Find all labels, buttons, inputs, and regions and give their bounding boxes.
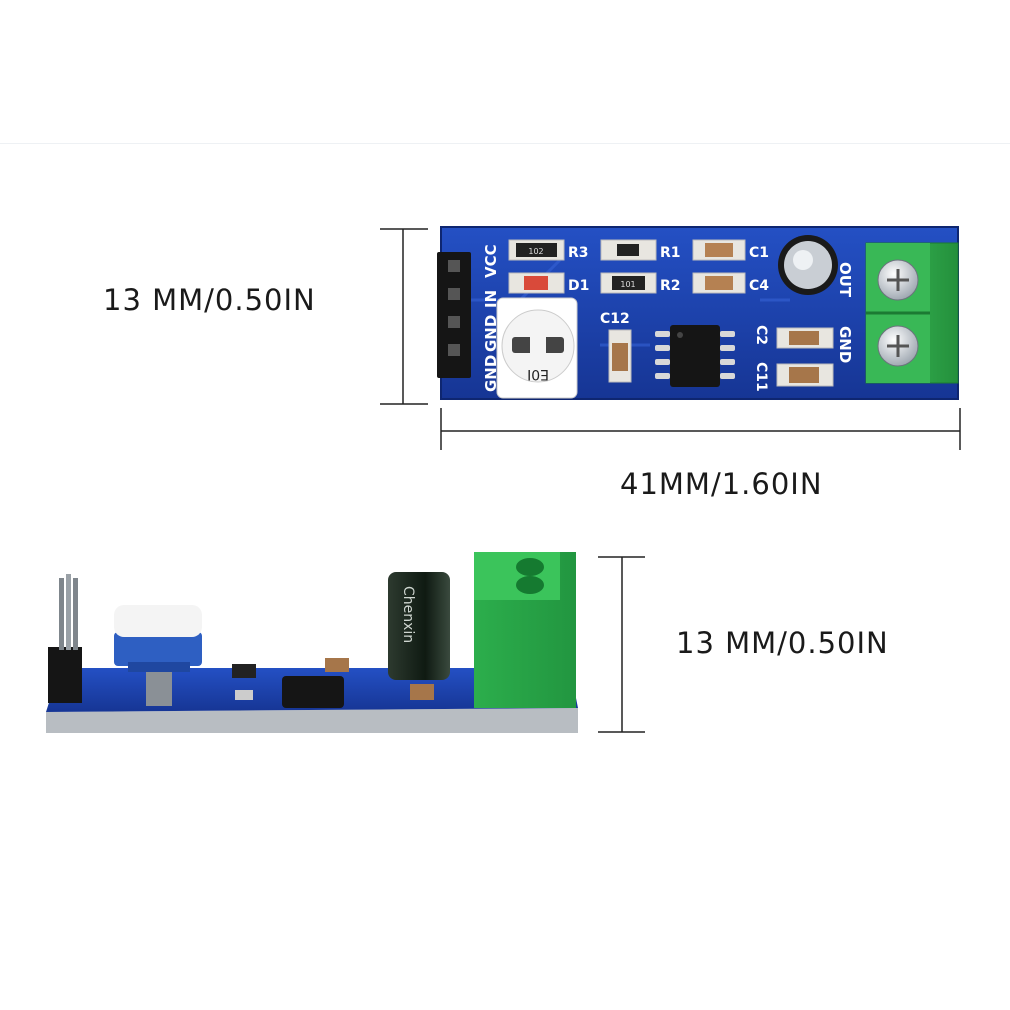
label-c1: C1 [749, 245, 769, 261]
pcb-side-view: Chenxin [46, 552, 578, 733]
pin-header [437, 252, 471, 378]
ic-chip-top [655, 325, 735, 387]
pot-marking: E0I [527, 366, 549, 382]
pin-label-vcc: VCC [482, 244, 500, 278]
label-r1: R1 [660, 245, 681, 261]
label-c4: C4 [749, 278, 769, 294]
out-gnd-label: GND [836, 326, 854, 363]
electrolytic-capacitor-top [778, 235, 838, 295]
label-r3: R3 [568, 245, 589, 261]
dimension-label-top-height: 13 MM/0.50IN [103, 283, 316, 317]
dimension-line-horizontal [440, 408, 961, 450]
potentiometer-top: E0I [496, 297, 578, 399]
capacitor-marking: Chenxin [400, 586, 416, 643]
screw-terminal-top [865, 242, 959, 384]
out-label: OUT [836, 262, 854, 298]
label-c2: C2 [753, 325, 769, 345]
label-d1: D1 [568, 278, 589, 294]
dimension-label-side-height: 13 MM/0.50IN [676, 626, 889, 660]
label-c12: C12 [600, 311, 630, 327]
resistor-code-102: 102 [528, 247, 543, 256]
smd-components: 102 101 [508, 239, 834, 387]
pin-label-gnd-2: GND [482, 315, 500, 352]
dimension-label-width: 41MM/1.60IN [620, 467, 823, 501]
dimension-line-vertical-top [380, 228, 428, 405]
resistor-code-101: 101 [620, 280, 635, 289]
pin-label-in: IN [482, 290, 500, 308]
dimension-line-vertical-side [598, 556, 645, 733]
label-c11: C11 [753, 362, 769, 392]
pin-label-gnd-1: GND [482, 355, 500, 392]
label-r2: R2 [660, 278, 681, 294]
separator-line [0, 143, 1010, 144]
